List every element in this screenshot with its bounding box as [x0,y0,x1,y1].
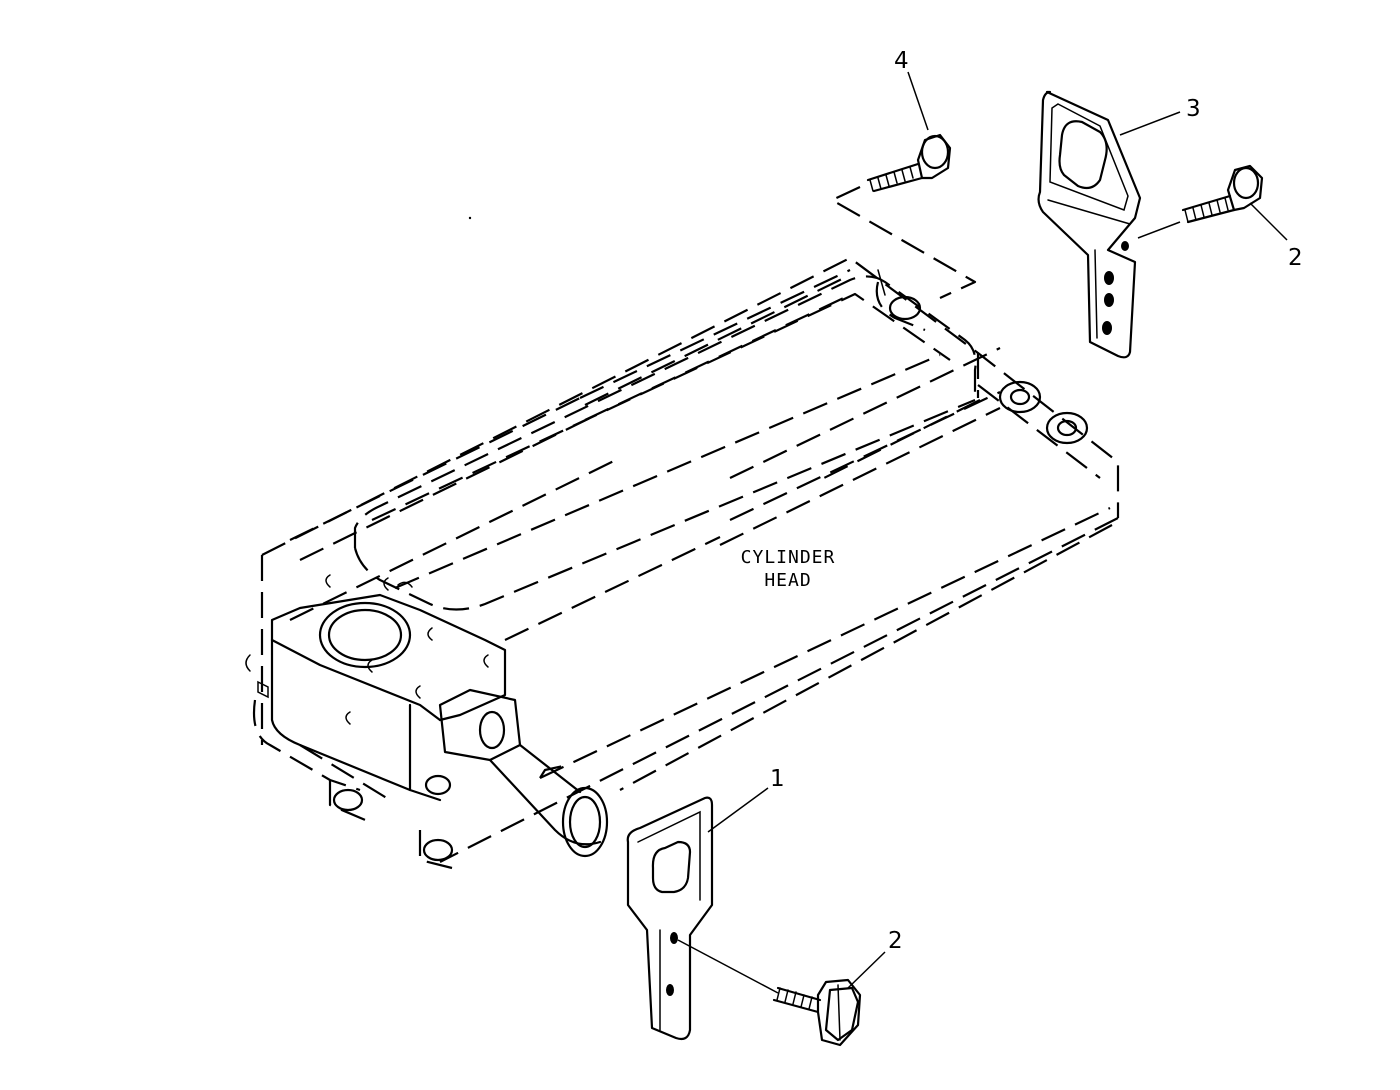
lifting-bracket-lower [626,796,714,1041]
callout-leaders [707,71,1288,989]
cylinder-head-label-line2: HEAD [764,570,811,591]
bolt-upper-left [866,133,952,193]
callout-3: 3 [1186,96,1201,122]
callout-2-upper: 2 [1288,245,1303,271]
callout-1: 1 [770,766,785,792]
assembly-lines [677,186,1181,994]
callout-2-lower: 2 [888,928,903,954]
cylinder-head-label-line1: CYLINDER [741,547,836,568]
cylinder-head [245,256,1120,872]
scan-speck [468,216,472,220]
lifting-bracket-upper [1037,90,1142,359]
bolt-lower [772,978,862,1047]
callout-4: 4 [894,48,909,74]
bolt-upper-right [1181,164,1264,224]
